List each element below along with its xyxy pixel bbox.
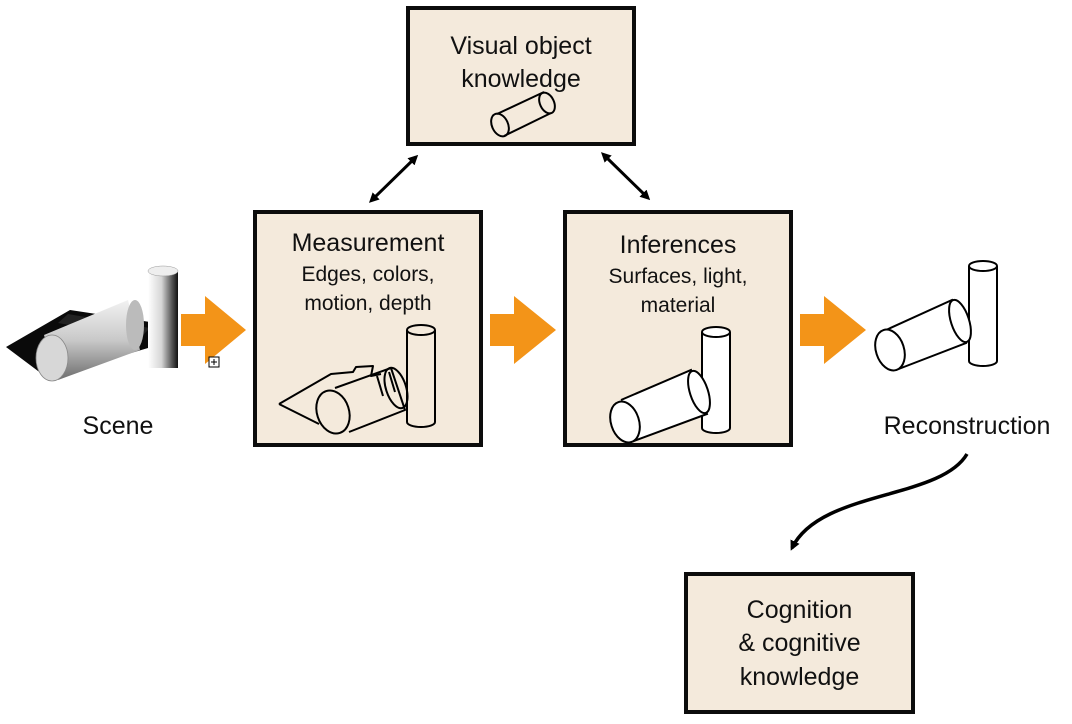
- inferences-sub-line1: Surfaces, light,: [608, 265, 748, 288]
- flow-arrow-3: [800, 296, 866, 364]
- visual-object-title-line1: Visual object: [450, 32, 592, 60]
- cognition-line2: & cognitive: [738, 629, 861, 657]
- inferences-box: Inferences Surfaces, light, material: [563, 210, 793, 447]
- cognition-line3: knowledge: [739, 663, 860, 691]
- flow-arrow-2: [490, 296, 556, 364]
- reconstruction-outline-icon: [874, 260, 998, 372]
- connector-reconstruction-cognition: [790, 453, 969, 551]
- visual-object-title-line2: knowledge: [461, 65, 581, 93]
- visual-object-knowledge-box: Visual object knowledge: [406, 6, 636, 146]
- scene-label: Scene: [82, 412, 154, 440]
- cognition-line1: Cognition: [746, 596, 853, 624]
- connector-inferences-knowledge: [600, 152, 651, 201]
- measurement-sub-line2: motion, depth: [304, 292, 432, 315]
- connector-measurement-knowledge: [368, 154, 419, 203]
- flow-arrow-1: [181, 296, 246, 364]
- scene-rendered-objects-icon: [6, 265, 179, 382]
- inferences-surface-drawing-icon: [609, 326, 731, 444]
- reconstruction-label: Reconstruction: [883, 412, 1051, 440]
- expand-icon: [208, 356, 220, 368]
- cognition-box: Cognition & cognitive knowledge: [684, 572, 915, 714]
- measurement-sub-line1: Edges, colors,: [301, 263, 435, 286]
- inferences-sub-line2: material: [640, 294, 716, 317]
- measurement-edge-drawing-icon: [278, 324, 436, 435]
- measurement-title: Measurement: [291, 229, 445, 257]
- measurement-box: Measurement Edges, colors, motion, depth: [253, 210, 483, 447]
- inferences-title: Inferences: [619, 231, 737, 259]
- small-cylinder-icon: [490, 91, 556, 138]
